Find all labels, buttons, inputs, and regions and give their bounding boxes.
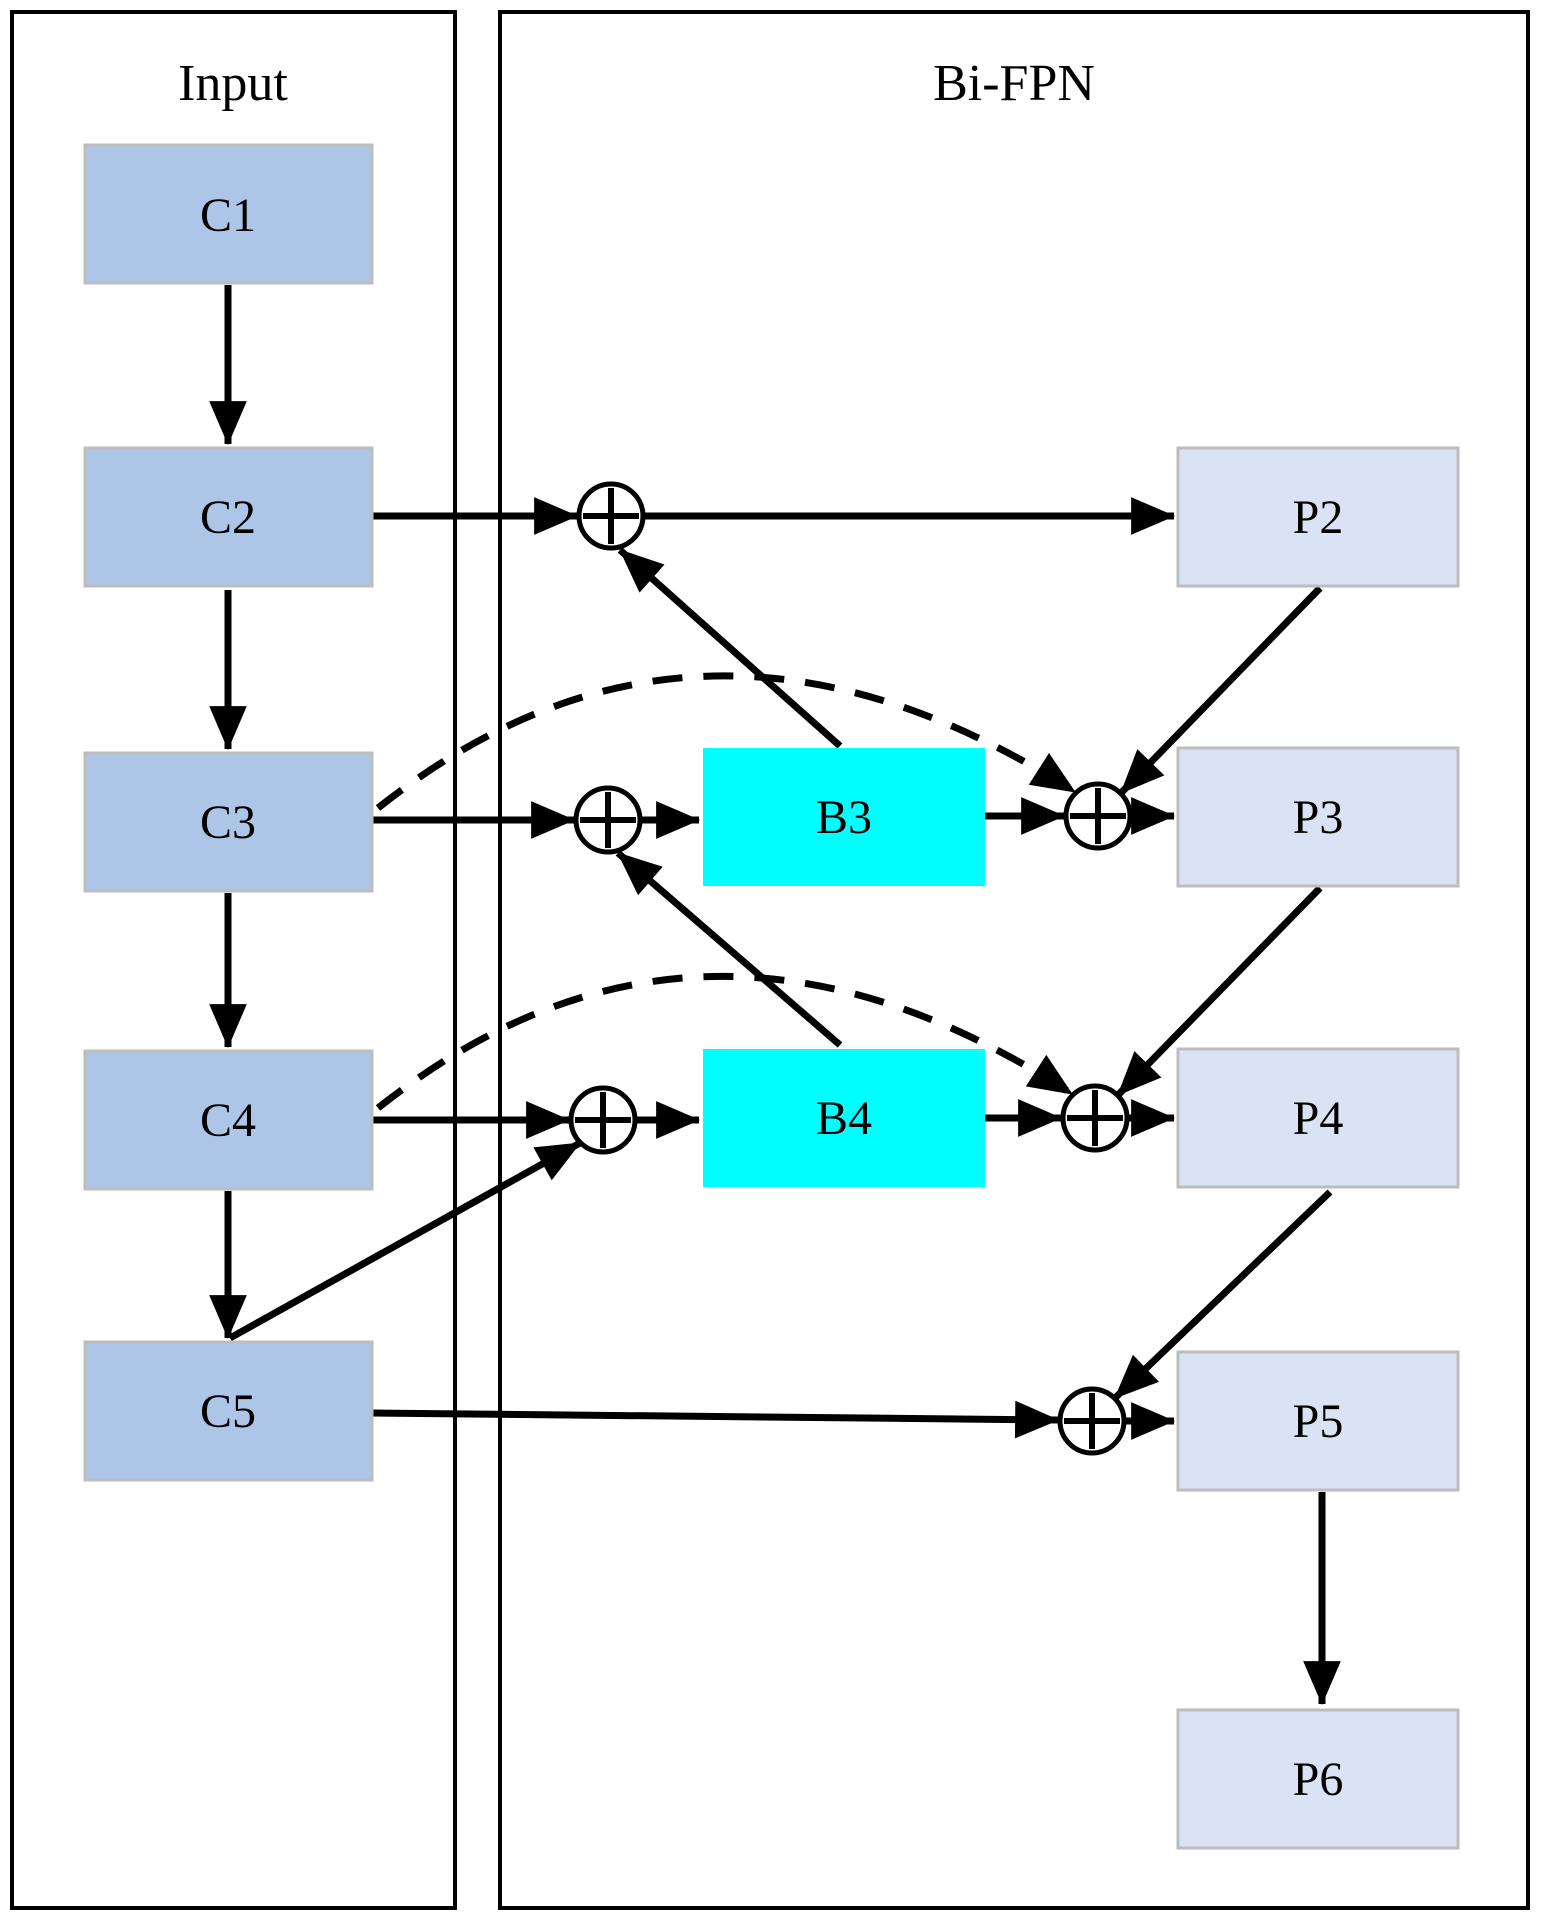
sum-node-p3 (1063, 781, 1133, 851)
node-b3: B3 (703, 748, 985, 886)
c1-box (83, 143, 374, 285)
sum-node-p4 (1060, 1083, 1130, 1153)
p3-box (1176, 746, 1460, 888)
p3-label: P3 (1293, 791, 1344, 844)
p6-box (1176, 1708, 1460, 1850)
c3-label: C3 (200, 796, 256, 849)
b3-label: B3 (816, 791, 872, 844)
sum-node-b4 (568, 1085, 638, 1155)
p4-label: P4 (1293, 1092, 1344, 1145)
c5-label: C5 (200, 1385, 256, 1438)
b4-label: B4 (816, 1092, 872, 1145)
node-p2: P2 (1176, 446, 1460, 588)
edge-p3-sum-p4 (1115, 885, 1323, 1098)
p5-label: P5 (1293, 1395, 1344, 1448)
b4-box (703, 1049, 985, 1187)
node-c2: C2 (83, 446, 374, 588)
edge-c3-skip-sum-p3 (375, 672, 1077, 811)
input-panel-title: Input (178, 55, 288, 112)
c3-box (83, 751, 374, 893)
c4-box (83, 1049, 374, 1191)
sum-node-p5 (1057, 1386, 1127, 1456)
edge-b3-sum-p2 (617, 547, 843, 749)
edge-c4-skip-sum-p4 (375, 972, 1074, 1111)
edge-b4-sum-b3 (615, 850, 843, 1048)
c4-label: C4 (200, 1094, 256, 1147)
node-b4: B4 (703, 1049, 985, 1187)
input-panel (10, 10, 457, 1910)
edge-p2-sum-p3 (1118, 585, 1323, 796)
edge-c5-sum-b4 (228, 1139, 582, 1342)
bifpn-panel (498, 10, 1530, 1910)
edge-c5-sum-p5 (371, 1400, 1060, 1439)
sum-node-b3 (573, 785, 643, 855)
p2-label: P2 (1293, 491, 1344, 544)
p6-label: P6 (1293, 1753, 1344, 1806)
p2-box (1176, 446, 1460, 588)
node-p4: P4 (1176, 1047, 1460, 1189)
c2-box (83, 446, 374, 588)
node-c3: C3 (83, 751, 374, 893)
c2-label: C2 (200, 491, 256, 544)
node-p5: P5 (1176, 1350, 1460, 1492)
c1-label: C1 (200, 189, 256, 242)
node-p6: P6 (1176, 1708, 1460, 1850)
sum-node-p2 (576, 481, 646, 551)
node-p3: P3 (1176, 746, 1460, 888)
bifpn-panel-title: Bi-FPN (933, 55, 1095, 112)
b3-box (703, 748, 985, 886)
c5-box (83, 1340, 374, 1482)
p5-box (1176, 1350, 1460, 1492)
node-c4: C4 (83, 1049, 374, 1191)
p4-box (1176, 1047, 1460, 1189)
node-c5: C5 (83, 1340, 374, 1482)
node-c1: C1 (83, 143, 374, 285)
edge-p4-sum-p5 (1112, 1189, 1333, 1401)
